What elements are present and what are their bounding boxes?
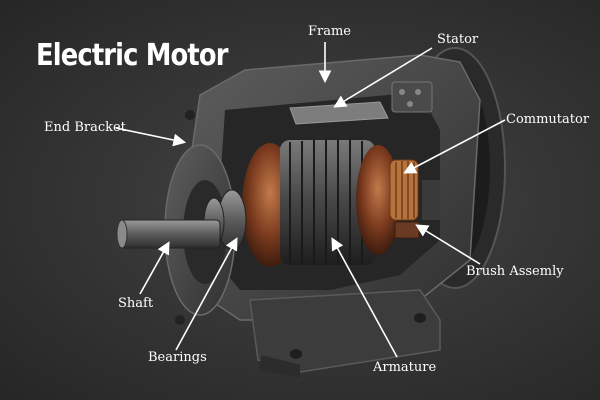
label-armature: Armature [373, 360, 437, 375]
bearings-leader [175, 237, 238, 351]
label-end-bracket: End Bracket [44, 120, 126, 135]
end-bracket-leader [115, 127, 187, 147]
brush-block [394, 180, 440, 239]
terminal-block [391, 81, 433, 113]
motor-base [249, 289, 441, 378]
brush-assembly-leader [415, 224, 481, 265]
label-brush-assembly: Brush Assemly [466, 264, 564, 279]
rear-windings [356, 145, 400, 255]
label-frame: Frame [308, 24, 352, 39]
shaft-rod [116, 219, 221, 249]
stator-plate [289, 101, 389, 125]
label-shaft: Shaft [118, 296, 154, 311]
armature-leader [331, 237, 398, 358]
commutator-ring [389, 159, 419, 221]
commutator-leader [403, 119, 506, 174]
shaft-leader [139, 241, 170, 295]
label-commutator: Commutator [506, 112, 590, 127]
armature-core [280, 140, 375, 265]
label-stator: Stator [437, 32, 479, 47]
diagram-title: Electric Motor [36, 38, 228, 73]
stator-leader [333, 47, 433, 108]
label-bearings: Bearings [148, 350, 207, 365]
